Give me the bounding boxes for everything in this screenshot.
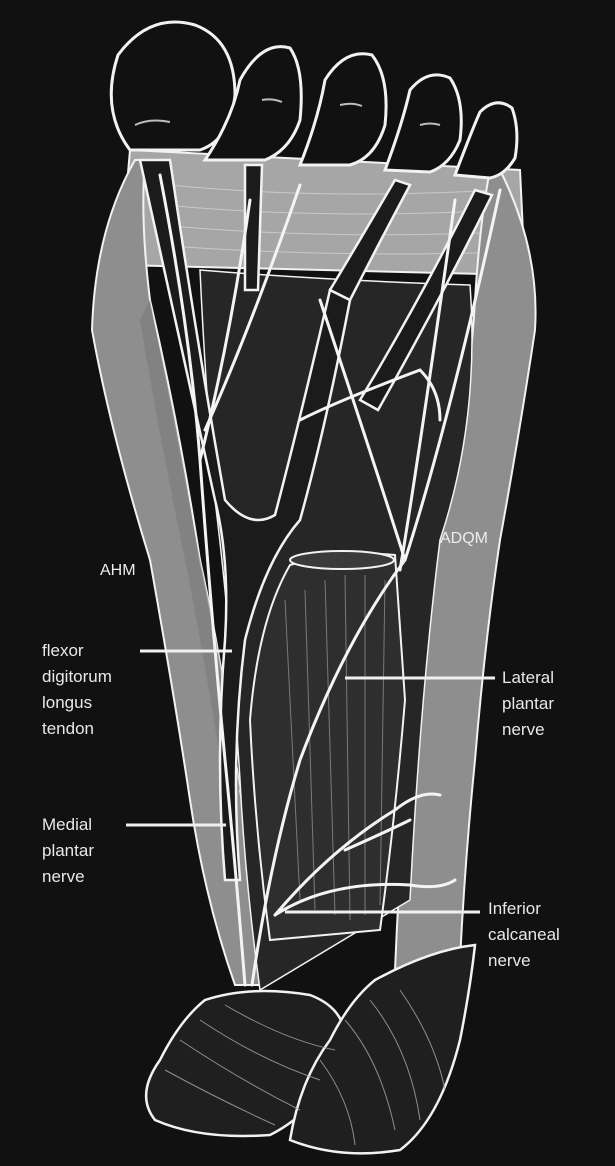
label-lateral-plantar-nerve-line2: plantar <box>502 693 554 714</box>
label-lateral-plantar-nerve-line1: Lateral <box>502 667 554 688</box>
quadratus-plantae-top <box>290 551 394 569</box>
label-medial-plantar-nerve-line1: Medial <box>42 814 92 835</box>
label-adqm: ADQM <box>440 528 488 549</box>
quadratus-plantae-muscle <box>250 554 405 940</box>
label-medial-plantar-nerve-line3: nerve <box>42 866 85 887</box>
label-flexor-digitorum-longus-line1: flexor <box>42 640 84 661</box>
label-inferior-calcaneal-nerve-line1: Inferior <box>488 898 541 919</box>
label-medial-plantar-nerve-line2: plantar <box>42 840 94 861</box>
label-flexor-digitorum-longus-line2: digitorum <box>42 666 112 687</box>
toe-1 <box>111 22 235 150</box>
label-flexor-digitorum-longus-line4: tendon <box>42 718 94 739</box>
label-inferior-calcaneal-nerve-line3: nerve <box>488 950 531 971</box>
label-lateral-plantar-nerve-line3: nerve <box>502 719 545 740</box>
label-inferior-calcaneal-nerve-line2: calcaneal <box>488 924 560 945</box>
label-ahm: AHM <box>100 560 136 581</box>
label-flexor-digitorum-longus-line3: longus <box>42 692 92 713</box>
